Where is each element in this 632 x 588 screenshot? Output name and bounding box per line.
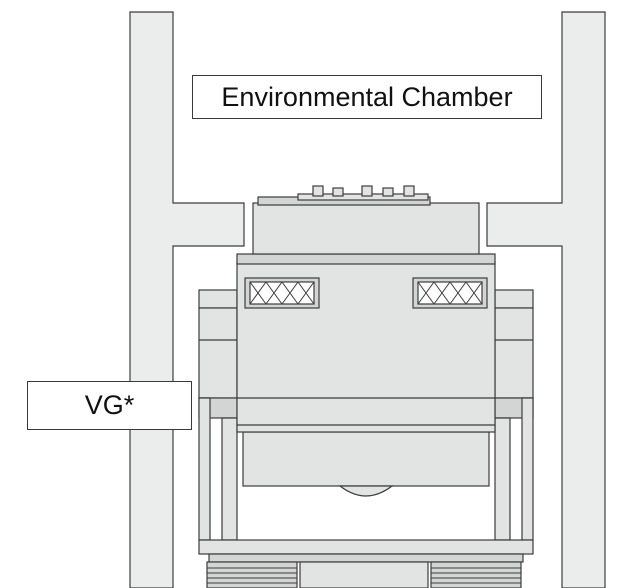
chamber-left-wall [129, 11, 245, 588]
vg-bottom-dome [338, 485, 394, 497]
vg-base-center [299, 561, 429, 588]
environmental-chamber-label: Environmental Chamber [192, 75, 542, 119]
vg-right-vent [412, 277, 488, 309]
vg-right-trunnion [494, 289, 534, 541]
vg-right-isolator [430, 561, 522, 588]
vg-base-plate [198, 539, 534, 555]
vg-lower-body [242, 431, 490, 487]
vg-left-trunnion [198, 289, 238, 541]
vg-left-vent [244, 277, 320, 309]
chamber-right-wall [486, 11, 606, 588]
vg-left-isolator [206, 561, 298, 588]
vibration-generator-label: VG* [27, 381, 192, 430]
vg-armature-table [252, 202, 480, 255]
vg-table-fixtures [297, 185, 429, 201]
